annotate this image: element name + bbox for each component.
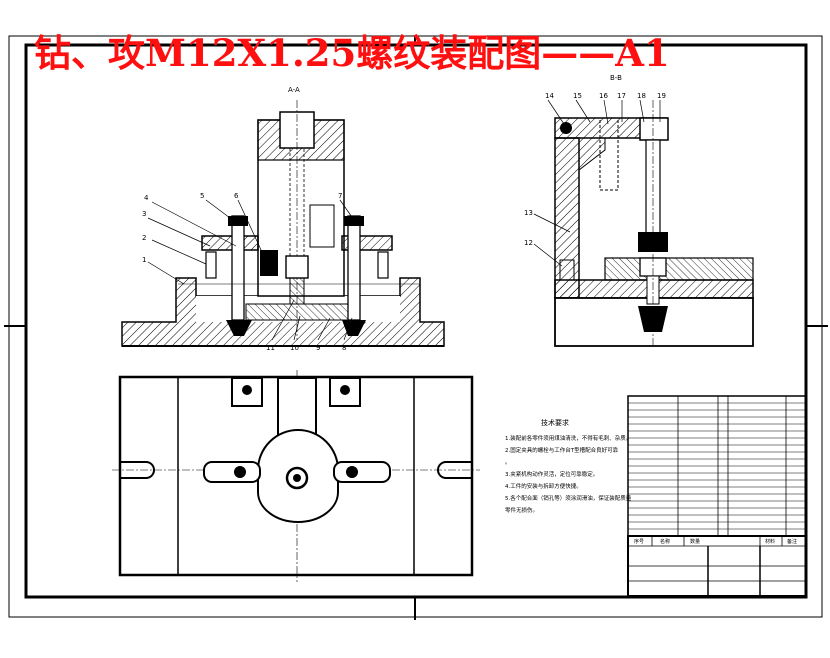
balloon-18: 18 — [637, 92, 646, 100]
section-b-label: B-B — [610, 74, 622, 82]
right-bolt-head — [342, 320, 366, 336]
balloon-4: 4 — [144, 194, 149, 202]
plan-right-clamp — [333, 461, 391, 483]
workpiece-hub — [285, 255, 309, 279]
balloon-19: 19 — [657, 92, 666, 100]
tech-title: 技术要求 — [541, 418, 569, 427]
tech-requirements: 技术要求 1.装配前各零件须用煤油清洗，不得有毛刺、杂质。 2.固定夹具的螺栓与… — [505, 418, 632, 514]
locator-pin — [260, 250, 278, 276]
plan-view — [112, 370, 480, 582]
balloon-1: 1 — [142, 256, 146, 264]
left-bolt-head — [226, 320, 252, 336]
tb-cell-3: 材料 — [765, 538, 775, 545]
balloon-12: 12 — [524, 239, 533, 247]
tech-line-2: 2.固定夹具的螺栓与工作台T型槽配合良好可靠 — [505, 446, 619, 454]
parts-list — [627, 395, 807, 537]
bottom-knob-b — [638, 306, 668, 332]
tb-cell-0: 序号 — [634, 538, 644, 545]
left-slot — [120, 461, 155, 479]
tb-cell-1: 名称 — [660, 538, 670, 545]
balloon-14: 14 — [545, 92, 554, 100]
section-a-view: A-A — [121, 86, 445, 352]
balloon-6: 6 — [234, 192, 239, 200]
drawing-title: 钻、攻M12X1.25螺纹装配图——A1 — [34, 31, 670, 75]
left-bolt — [231, 215, 245, 321]
left-nut — [228, 216, 248, 226]
plan-left-clamp — [203, 461, 261, 483]
balloon-11: 11 — [266, 344, 275, 352]
section-a-label: A-A — [288, 86, 300, 94]
balloon-8: 8 — [342, 344, 346, 352]
tech-line-7: 零件无损伤。 — [505, 506, 538, 514]
right-bolt — [347, 215, 361, 321]
right-nut — [344, 216, 364, 226]
fixture-plate — [245, 303, 351, 321]
tech-line-5: 4.工件的安装与拆卸方便快捷。 — [505, 482, 582, 490]
tech-line-3: 。 — [505, 460, 511, 466]
balloon-16: 16 — [599, 92, 608, 100]
section-b-view: B-B 14 15 16 17 18 19 13 12 — [524, 74, 754, 347]
balloon-5: 5 — [200, 192, 204, 200]
tb-cell-2: 数量 — [690, 538, 700, 545]
tb-cell-4: 备注 — [787, 538, 797, 545]
balloon-17: 17 — [617, 92, 626, 100]
title-block-labels: 序号 名称 数量 材料 备注 — [634, 538, 797, 545]
side-wall — [554, 137, 580, 299]
tech-line-6: 5.各个配合面（销孔等）须涂润滑油，保证装配质量 — [505, 494, 632, 502]
balloon-3: 3 — [142, 210, 146, 218]
balloon-10: 10 — [290, 344, 299, 352]
title-block — [627, 535, 807, 597]
keyed-insert — [309, 204, 335, 248]
balloon-7: 7 — [338, 192, 342, 200]
tech-line-4: 3.夹紧机构动作灵活，定位可靠稳定。 — [505, 470, 598, 478]
balloon-15: 15 — [573, 92, 582, 100]
balloon-13: 13 — [524, 209, 533, 217]
tech-line-1: 1.装配前各零件须用煤油清洗，不得有毛刺、杂质。 — [505, 434, 631, 442]
balloon-2: 2 — [142, 234, 146, 242]
balloon-9: 9 — [316, 344, 320, 352]
